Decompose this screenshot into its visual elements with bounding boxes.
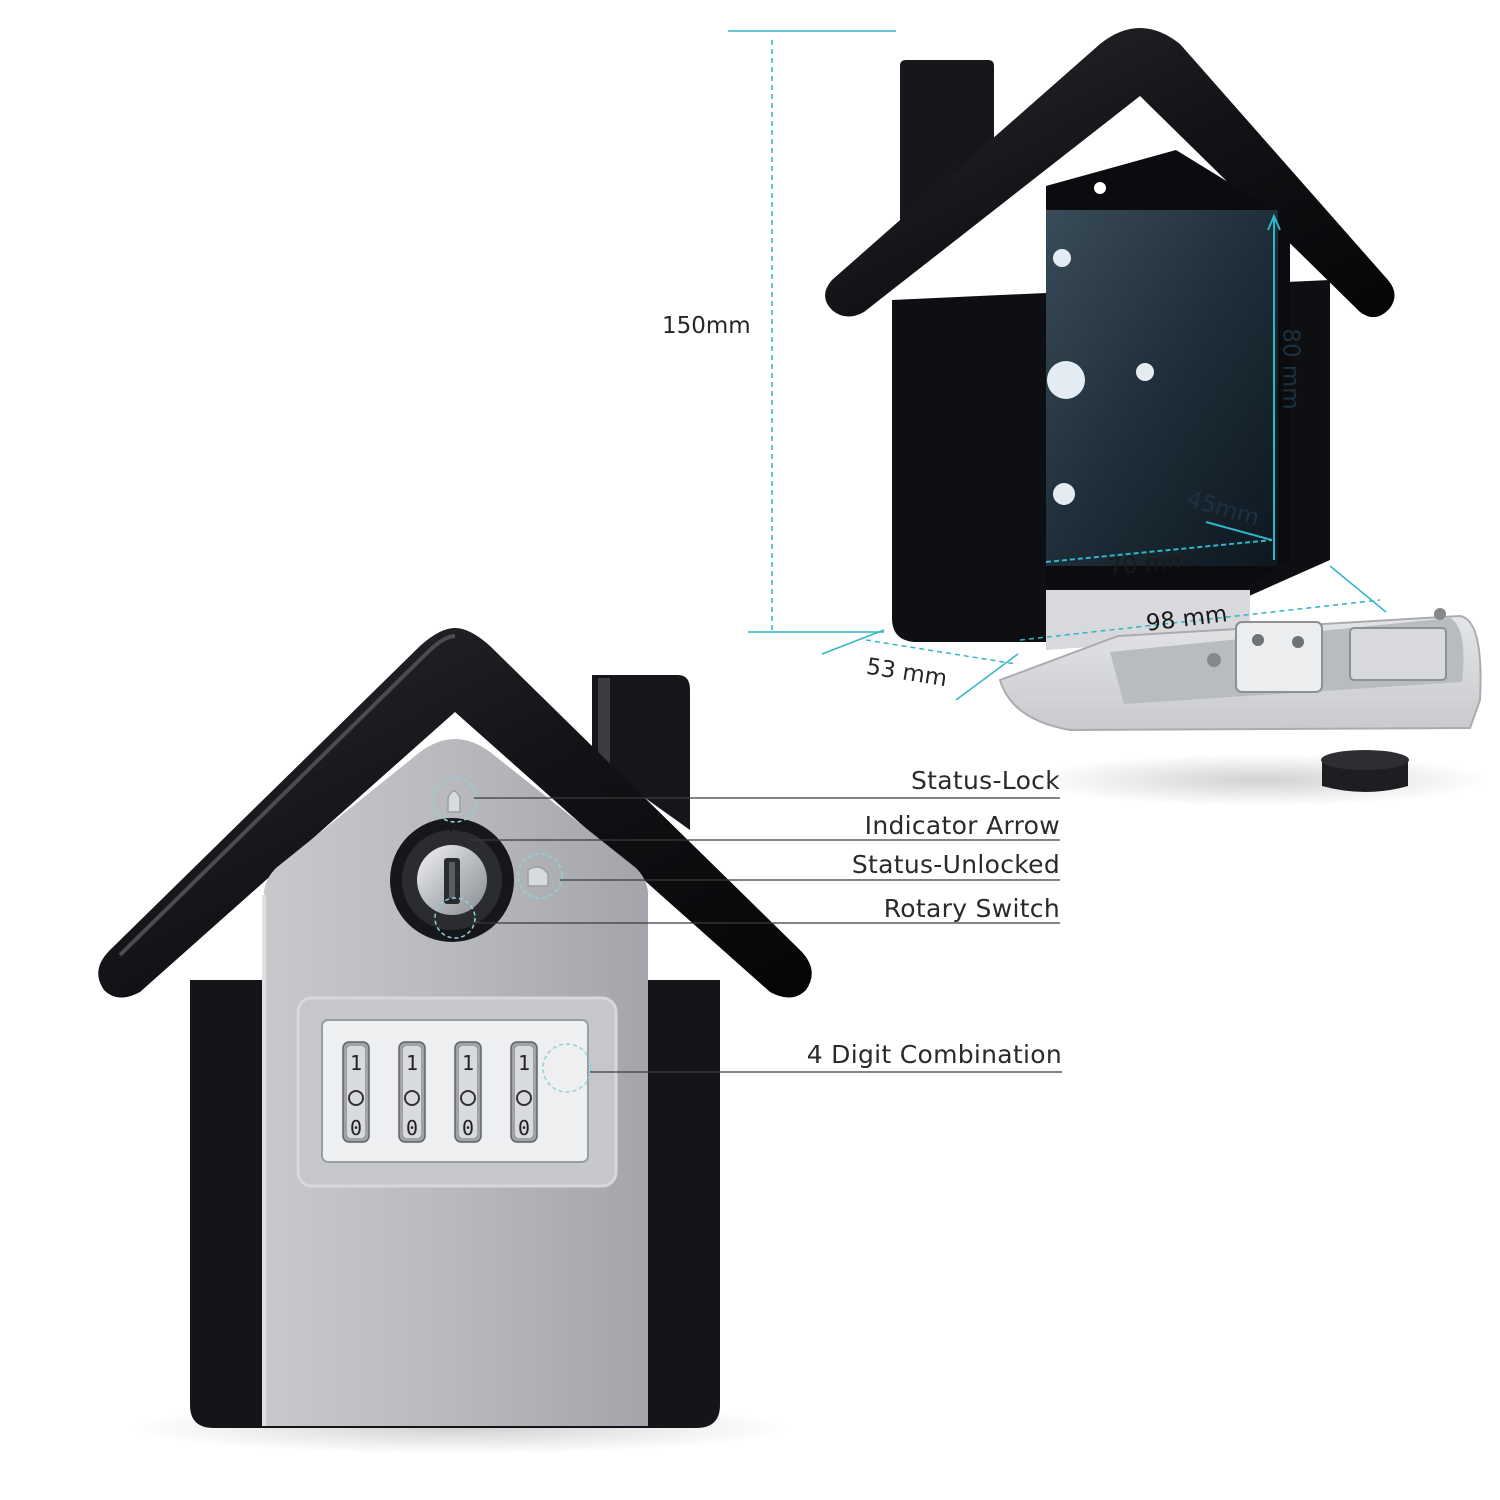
open-lockbox	[825, 28, 1490, 806]
dial-digit-below: 0	[518, 1115, 530, 1139]
callout-rotary-switch: Rotary Switch	[883, 894, 1060, 923]
dial-wheel-2[interactable]: 10	[398, 1041, 426, 1143]
dim-inner-height: 80 mm	[1277, 328, 1304, 410]
dial-digit-below: 0	[406, 1115, 418, 1139]
callout-lines	[470, 797, 1062, 1073]
dial-digit: 1	[462, 1051, 474, 1075]
callout-status-lock: Status-Lock	[911, 766, 1060, 795]
callout-indicator-arrow: Indicator Arrow	[864, 811, 1060, 840]
dimension-lines	[728, 30, 1387, 701]
dial-digit: 1	[406, 1051, 418, 1075]
dim-height: 150mm	[662, 313, 751, 339]
front-lockbox	[98, 628, 812, 1454]
dial-digit-below: 0	[350, 1115, 362, 1139]
dial-digit: 1	[350, 1051, 362, 1075]
dial-wheel-1[interactable]: 10	[342, 1041, 370, 1143]
dial-wheel-4[interactable]: 10	[510, 1041, 538, 1143]
dial-digit: 1	[518, 1051, 530, 1075]
callout-status-unlocked: Status-Unlocked	[851, 850, 1060, 879]
callout-combination: 4 Digit Combination	[806, 1040, 1062, 1069]
dial-wheel-3[interactable]: 10	[454, 1041, 482, 1143]
dial-digit-below: 0	[462, 1115, 474, 1139]
